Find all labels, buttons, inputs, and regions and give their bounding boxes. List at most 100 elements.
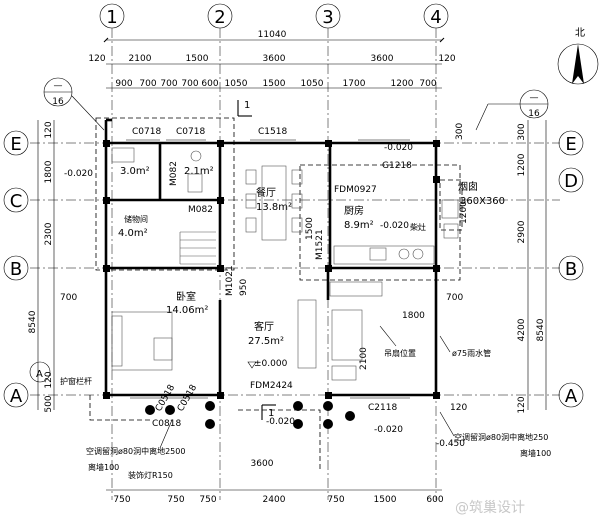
walls [103, 118, 440, 399]
svg-text:2400: 2400 [263, 495, 286, 505]
svg-text:1500: 1500 [263, 79, 286, 89]
svg-text:1200: 1200 [391, 79, 414, 89]
svg-text:700: 700 [160, 79, 177, 89]
section-mark-right: — 16 [475, 89, 549, 131]
axis-bubble-C-left: C [3, 187, 29, 213]
axis-bubble-A-left: A [3, 382, 29, 408]
svg-text:离墙100: 离墙100 [520, 448, 551, 458]
svg-text:3: 3 [322, 7, 333, 28]
axis-lines [30, 28, 560, 500]
svg-text:1: 1 [106, 7, 117, 28]
svg-text:3600: 3600 [251, 459, 274, 469]
svg-text:护窗栏杆: 护窗栏杆 [60, 376, 92, 386]
axis-bubble-4: 4 [423, 3, 449, 29]
svg-text:4200: 4200 [517, 318, 527, 341]
svg-text:吊扇位置: 吊扇位置 [384, 348, 416, 358]
section-cut-bottom: 1 [261, 404, 276, 420]
svg-text:8.9m²: 8.9m² [344, 220, 374, 231]
svg-text:700: 700 [419, 79, 436, 89]
axis-bubble-B-right: B [558, 255, 584, 281]
svg-text:柴灶: 柴灶 [410, 222, 426, 232]
svg-text:3.0m²: 3.0m² [120, 166, 150, 177]
svg-text:3600: 3600 [371, 54, 394, 64]
axis-bubble-A-right: A [558, 382, 584, 408]
porch-pillars: A [29, 361, 355, 429]
svg-text:700: 700 [446, 293, 463, 303]
svg-text:750: 750 [167, 495, 184, 505]
svg-text:750: 750 [327, 495, 344, 505]
opening-labels: C0718 C0718 C1518 G1218 FDM0927 M082 M08… [126, 127, 412, 429]
row-axis-markers-left: E C B A [3, 130, 29, 408]
svg-text:离墙100: 离墙100 [88, 462, 119, 472]
svg-text:27.5m²: 27.5m² [248, 336, 284, 347]
svg-text:2: 2 [214, 7, 225, 28]
svg-text:750: 750 [199, 495, 216, 505]
row-axis-markers-right: E D B A [558, 130, 584, 408]
svg-text:C2118: C2118 [368, 403, 397, 413]
svg-text:A: A [565, 386, 578, 407]
svg-text:C1518: C1518 [258, 127, 287, 137]
svg-text:2300: 2300 [44, 222, 54, 245]
svg-text:卧室: 卧室 [176, 290, 196, 303]
svg-text:1050: 1050 [301, 79, 324, 89]
furniture [111, 147, 459, 381]
svg-text:11040: 11040 [258, 30, 287, 40]
svg-text:M1021: M1021 [225, 265, 235, 296]
svg-text:M082: M082 [169, 161, 179, 186]
svg-text:120: 120 [450, 403, 467, 413]
svg-text:1500: 1500 [186, 54, 209, 64]
svg-text:2900: 2900 [517, 220, 527, 243]
svg-text:-0.020: -0.020 [374, 425, 403, 435]
svg-text:13.8m²: 13.8m² [256, 202, 292, 213]
svg-text:4.0m²: 4.0m² [118, 228, 148, 239]
svg-text:2100: 2100 [359, 347, 369, 370]
svg-text:950: 950 [239, 279, 249, 296]
axis-bubble-B-left: B [3, 255, 29, 281]
svg-text:FDM0927: FDM0927 [334, 185, 377, 195]
svg-text:300: 300 [517, 123, 527, 140]
svg-text:空调留洞ø80洞中离地250: 空调留洞ø80洞中离地250 [454, 432, 548, 442]
svg-text:4: 4 [430, 7, 441, 28]
svg-text:B: B [565, 259, 577, 280]
svg-text:B: B [10, 259, 22, 280]
svg-text:1: 1 [244, 100, 250, 111]
svg-text:1500: 1500 [374, 495, 397, 505]
svg-text:-0.020: -0.020 [384, 143, 413, 153]
axis-bubble-1: 1 [99, 3, 125, 29]
svg-text:120: 120 [438, 54, 455, 64]
svg-text:1200: 1200 [517, 153, 527, 176]
svg-text:300: 300 [455, 123, 465, 140]
svg-text:14.06m²: 14.06m² [166, 305, 208, 316]
north-arrow: 北 [557, 27, 599, 85]
svg-text:厨房: 厨房 [344, 204, 364, 217]
axis-bubble-D-right: D [558, 167, 584, 193]
interior-dimensions: 700 700 950 1200 1800 2100 1500 300 120 [60, 123, 469, 413]
svg-text:E: E [10, 134, 21, 155]
svg-text:D: D [564, 171, 578, 192]
svg-text:C0718: C0718 [132, 127, 161, 137]
svg-text:A: A [10, 386, 23, 407]
svg-text:120: 120 [44, 121, 54, 138]
stair-steps [179, 231, 216, 265]
top-dimensions: 11040 120 2100 1500 3600 3600 120 900 70… [88, 30, 455, 89]
svg-text:装饰灯R150: 装饰灯R150 [128, 470, 173, 480]
svg-text:900: 900 [115, 79, 132, 89]
svg-text:700: 700 [60, 293, 77, 303]
bottom-dimensions: 750 750 750 2400 750 1500 600 3600 [106, 459, 444, 505]
svg-text:-0.020: -0.020 [380, 221, 409, 231]
dashed-outlines [89, 117, 463, 470]
axis-bubble-E-left: E [3, 130, 29, 156]
svg-text:A: A [36, 369, 43, 380]
svg-text:C0818: C0818 [152, 419, 181, 429]
svg-text:120: 120 [517, 396, 527, 413]
svg-text:600: 600 [201, 79, 218, 89]
svg-text:360X360: 360X360 [460, 196, 505, 207]
svg-text:M082: M082 [188, 205, 213, 215]
svg-text:C0718: C0718 [176, 127, 205, 137]
svg-text:1700: 1700 [343, 79, 366, 89]
watermark: @筑巢设计 [455, 500, 525, 516]
svg-text:1800: 1800 [402, 311, 425, 321]
axis-bubble-2: 2 [207, 3, 233, 29]
svg-text:700: 700 [181, 79, 198, 89]
